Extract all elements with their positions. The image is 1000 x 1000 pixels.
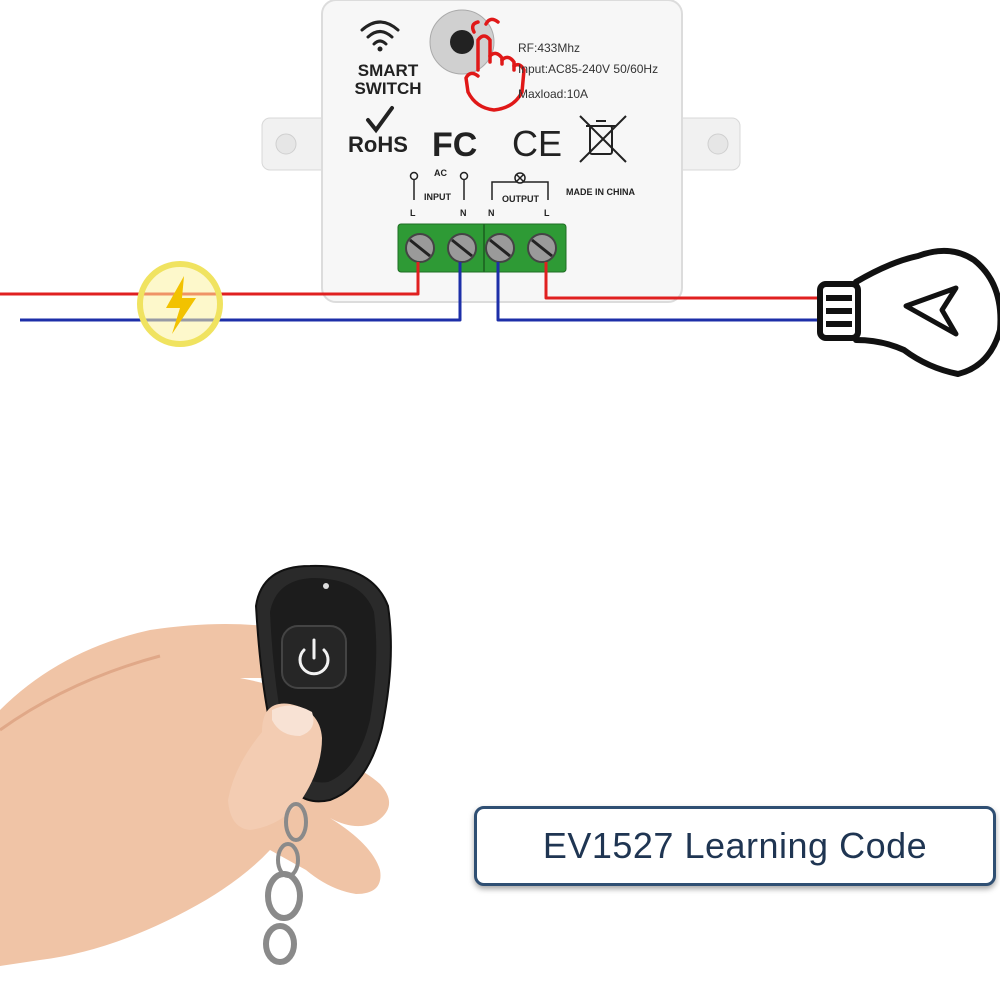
terminal-screw [447,233,477,263]
keychain [263,802,308,965]
mounting-ear-right [667,117,741,171]
mounting-ear-left [261,117,333,171]
checkmark-icon [366,106,394,134]
terminal-screw [405,233,435,263]
ac-label: AC [434,168,447,178]
light-bulb-icon [817,247,1000,377]
terminal-block [397,223,567,273]
terminal-screw [485,233,515,263]
power-button-icon [298,638,330,676]
brand-line-2: SWITCH [354,79,421,98]
thumbnail [272,705,314,736]
terminal-out-l: L [544,208,550,218]
spec-maxload: Maxload:10A [518,87,588,101]
weee-bin-icon [579,115,627,163]
terminal-screw [527,233,557,263]
learn-button[interactable] [429,9,495,75]
cert-rohs: RoHS [348,132,408,157]
wiring-diagram: SMART SWITCH RF:433Mhz Input:AC85-240V 5… [0,0,1000,377]
wifi-icon [360,20,400,52]
power-bolt-icon [137,261,223,347]
brand-line-1: SMART [358,61,419,80]
power-button[interactable] [281,625,347,689]
spec-input: Input:AC85-240V 50/60Hz [518,62,658,76]
neutral-wire-output [496,262,822,322]
hand-with-remote-photo [0,564,392,966]
cert-fc: FC [432,126,477,164]
terminal-legend [409,171,549,200]
made-in-label: MADE IN CHINA [566,187,635,197]
output-label: OUTPUT [502,194,540,204]
terminal-in-n: N [460,208,467,218]
input-label: INPUT [424,192,452,202]
learning-code-badge: EV1527 Learning Code [474,806,996,886]
hand-press-icon [464,17,526,112]
cert-ce: CE [512,123,562,164]
learning-code-label: EV1527 Learning Code [542,825,928,866]
terminal-in-l: L [410,208,416,218]
terminal-out-n: N [488,208,495,218]
live-wire-output [544,262,822,300]
spec-rf: RF:433Mhz [518,41,580,55]
